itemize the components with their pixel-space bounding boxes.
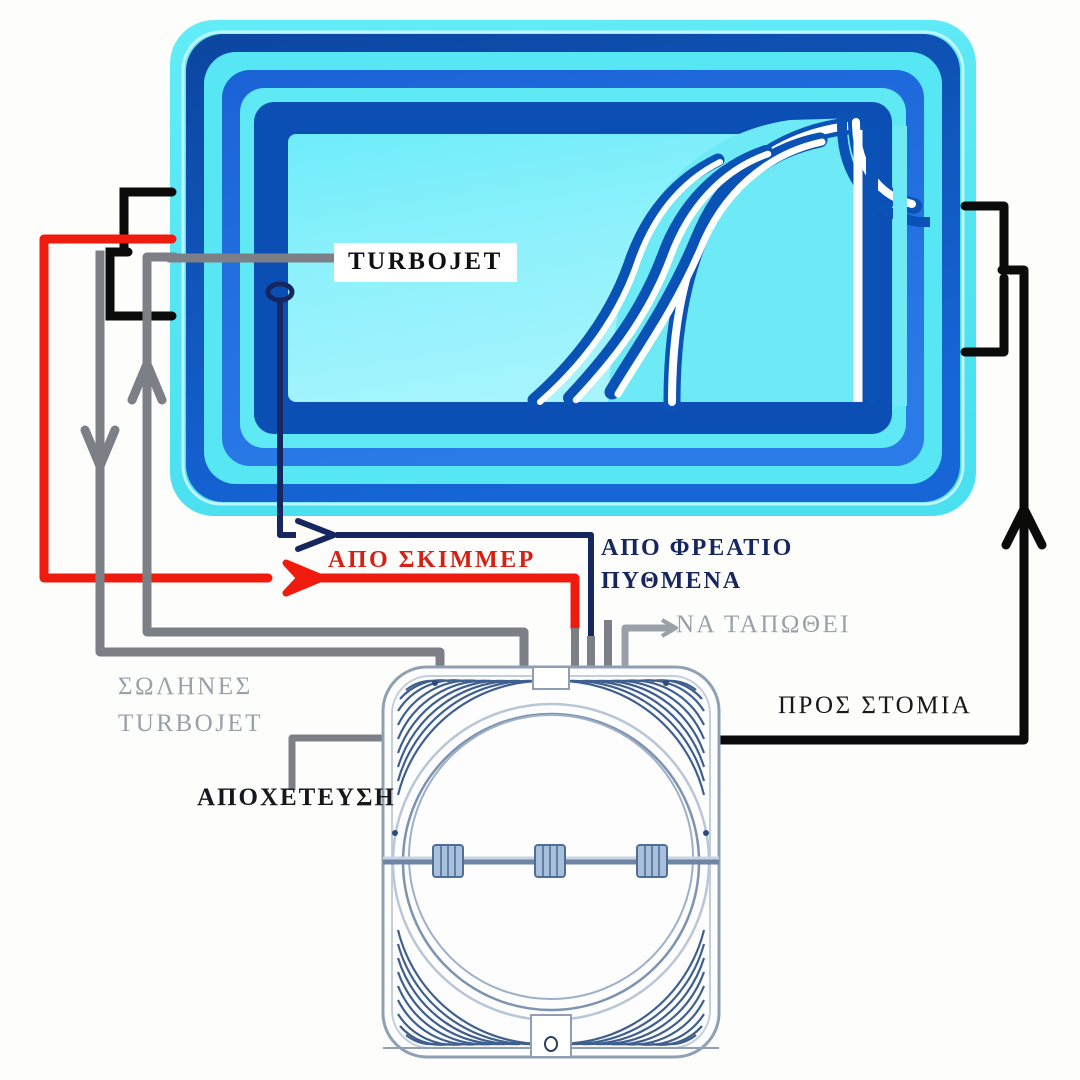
leader-to-be-plugged	[621, 624, 672, 672]
filter-fan-bl	[396, 929, 549, 1046]
arrow-red-flow	[282, 559, 326, 597]
label-to-be-plugged: ΝΑ ΤΑΠΩΘΕΙ	[676, 611, 852, 638]
pool-roman-steps	[527, 112, 930, 411]
filter-fan-tr	[553, 679, 706, 796]
leader-arrow-plugged	[661, 618, 678, 638]
pool-graphic	[170, 20, 976, 516]
leader-drain	[288, 734, 383, 790]
label-from-bottom-drain-line1: ΑΠΟ ΦΡΕΑΤΙΟ	[601, 535, 794, 561]
label-from-bottom-drain-line2: ΠΥΘΜΕΝΑ	[601, 568, 743, 594]
arrow-navy-flow	[295, 518, 337, 552]
left-black-bracket	[105, 187, 177, 321]
label-from-skimmer: ΑΠΟ ΣΚΙΜΜΕΡ	[328, 547, 536, 573]
filter-top-port	[532, 666, 570, 690]
pool-step-arc-outline-4	[527, 153, 725, 407]
pool-step-arc-outline-3	[563, 145, 773, 405]
pool-step-arc-highlight-3	[572, 150, 772, 404]
filter-screw-dots	[392, 680, 709, 836]
arrow-gray-up	[127, 359, 167, 405]
filter-fan-tl	[396, 679, 549, 796]
arrow-gray-down	[80, 425, 120, 471]
pipe-red-skimmer	[39, 234, 580, 633]
sand-filter	[381, 665, 721, 1059]
filter-hatching	[396, 679, 706, 1046]
pipe-navy-bottom-drain	[277, 300, 594, 636]
filter-fan-br	[553, 929, 706, 1046]
label-drain: ΑΠΟΧΕΤΕΥΣΗ	[197, 784, 396, 811]
label-turbojet: TURBOJET	[334, 243, 517, 282]
label-turbojet-pipes: ΣΩΛΗΝΕΣ TURBOJET	[118, 668, 263, 742]
filter-drain-icon	[544, 1036, 558, 1052]
pool-step-arc-highlight-2	[614, 138, 826, 398]
filter-connector-ribs	[440, 846, 660, 876]
pipe-gray-turbojet	[95, 250, 529, 673]
arrow-black-up	[1001, 504, 1047, 550]
pool-corner-edge	[837, 112, 930, 227]
label-from-bottom-drain: ΑΠΟ ΦΡΕΑΤΙΟ ΠΥΘΜΕΝΑ	[601, 532, 793, 598]
label-turbojet-pipes-line1: ΣΩΛΗΝΕΣ	[118, 673, 253, 700]
pool-rim-highlight	[181, 30, 965, 506]
label-turbojet-pipes-line2: TURBOJET	[118, 710, 263, 737]
pool-step-arc-highlight-4	[537, 159, 723, 405]
label-to-outlets: ΠΡΟΣ ΣΤΟΜΙΑ	[778, 692, 973, 719]
